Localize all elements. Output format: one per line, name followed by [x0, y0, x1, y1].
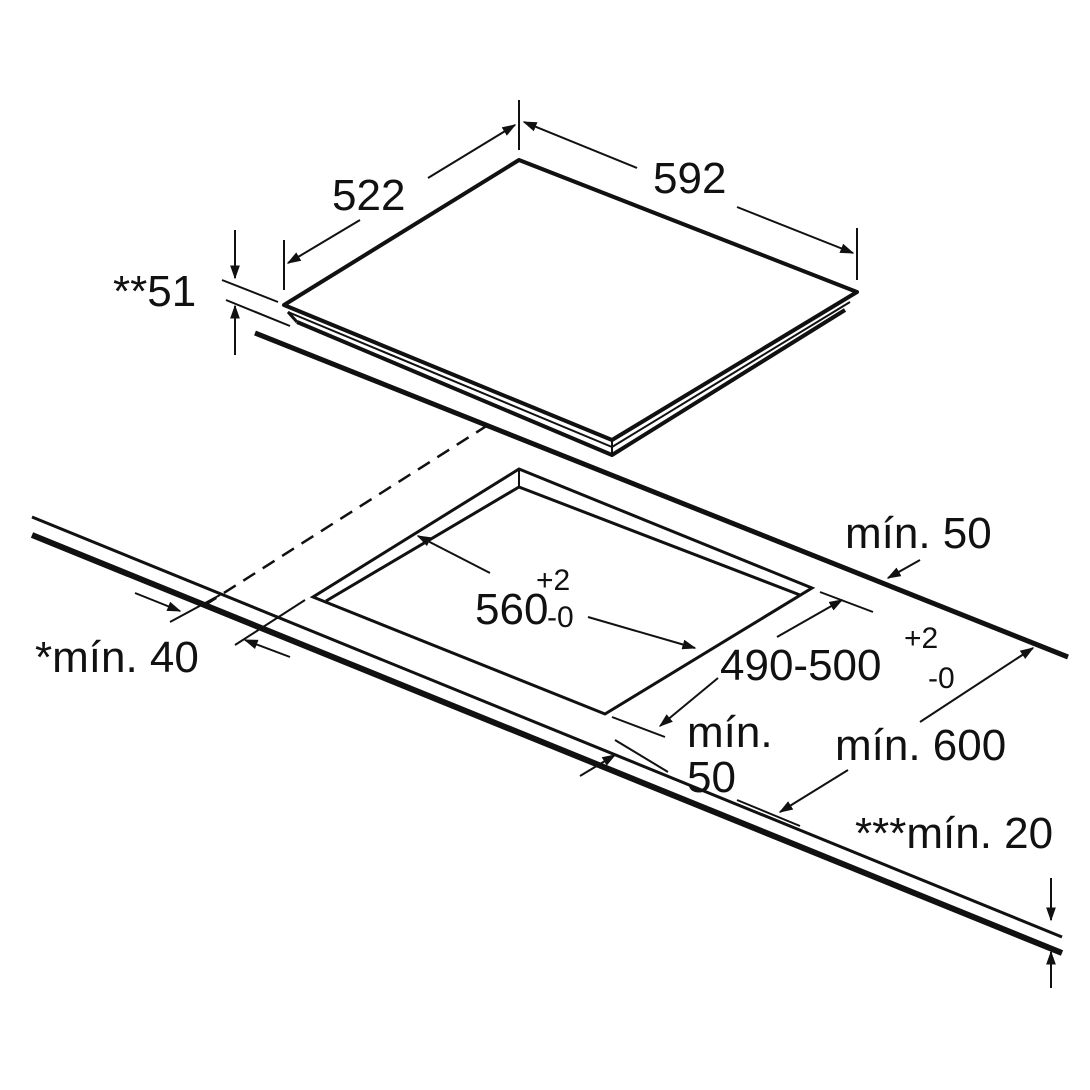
dim-label-522: 522: [332, 171, 405, 220]
dim-label-490-500: 490-500: [720, 641, 881, 690]
projection-dashed-line: [204, 423, 489, 607]
dimension-front-50: [579, 739, 669, 777]
dim-label-front-min: mín.: [687, 708, 773, 757]
dim-label-rear-min-50: mín. 50: [845, 509, 992, 558]
worktop-rear-edge: [254, 330, 1069, 660]
dimension-worktop-600: [736, 647, 1035, 827]
cooktop-appliance: [282, 158, 859, 457]
dim-label-560: 560: [475, 585, 548, 634]
dimension-51: [221, 230, 291, 355]
dim-label-side-min-40: *mín. 40: [35, 633, 199, 682]
worktop-top-front-line: [31, 515, 1063, 939]
worktop-cutout: [309, 467, 816, 716]
dim-label-51: **51: [113, 267, 196, 316]
dim-label-592: 592: [653, 154, 726, 203]
dim-tol-minus-560: -0: [547, 601, 574, 634]
cutout-outer-edge: [309, 467, 816, 716]
dimension-592: [522, 121, 858, 280]
dimension-rear-50-arrow: [886, 559, 921, 579]
dimension-side-40: [134, 592, 306, 658]
dim-tol-plus-560: +2: [536, 564, 570, 597]
dim-label-min-600: mín. 600: [835, 721, 1006, 770]
dimension-522: [283, 100, 520, 290]
dimension-560: [416, 535, 697, 650]
dim-tol-minus-490-500: -0: [928, 662, 955, 695]
dim-label-thickness-min-20: ***mín. 20: [855, 809, 1053, 858]
dimension-490-500: [611, 591, 874, 738]
dim-tol-plus-490-500: +2: [904, 622, 938, 655]
dim-label-front-50: 50: [687, 753, 736, 802]
